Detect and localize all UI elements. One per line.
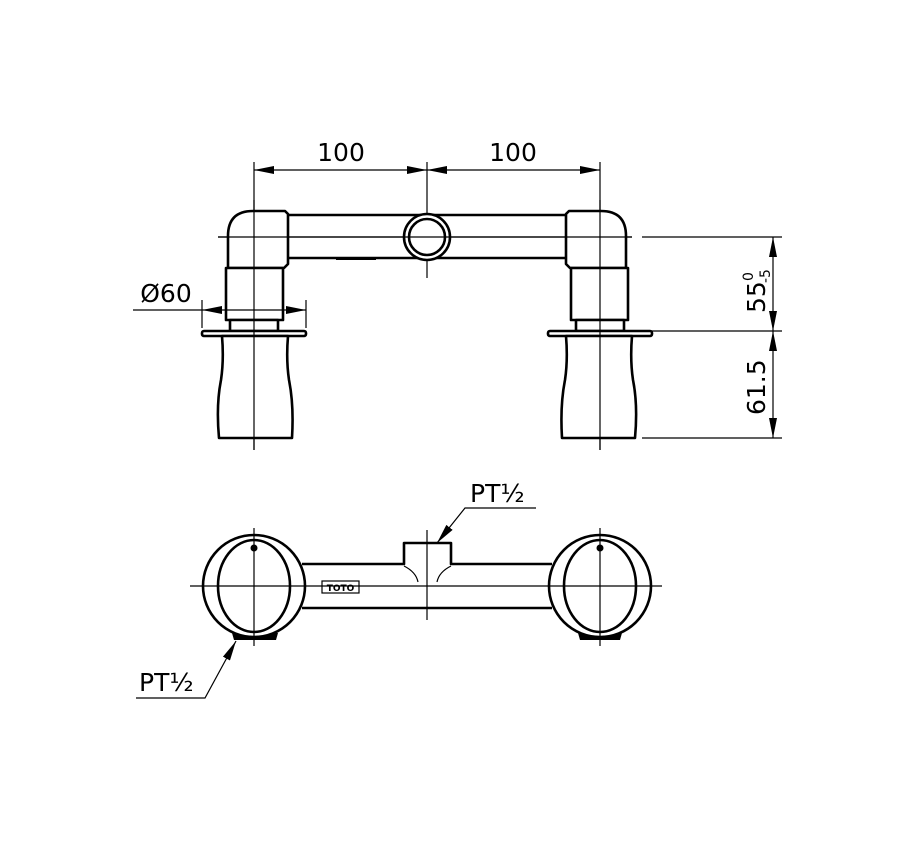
dim-flange-diameter: Ø60 bbox=[140, 279, 192, 308]
dim-right-spacing: 100 bbox=[489, 138, 537, 167]
inlet-leader bbox=[436, 507, 536, 544]
dim-upper-tolerance-upper: 0 bbox=[741, 272, 757, 281]
inlet-label: PT½ bbox=[470, 479, 525, 508]
outlet-leader bbox=[136, 640, 237, 699]
top-view: TOTO PT½ PT½ bbox=[136, 479, 662, 699]
front-view: 100 100 Ø60 bbox=[133, 138, 782, 450]
tee-fillets bbox=[403, 565, 452, 583]
logo-text: TOTO bbox=[327, 584, 355, 594]
left-valve-body bbox=[200, 200, 308, 450]
dim-upper-tolerance-lower: -5 bbox=[758, 269, 774, 283]
outlet-label: PT½ bbox=[139, 668, 194, 697]
toto-logo bbox=[321, 580, 360, 594]
dim-upper-height: 55 bbox=[742, 281, 771, 313]
dim-left-spacing: 100 bbox=[317, 138, 365, 167]
right-valve-body bbox=[546, 200, 654, 450]
dim-lower-height: 61.5 bbox=[742, 359, 771, 415]
